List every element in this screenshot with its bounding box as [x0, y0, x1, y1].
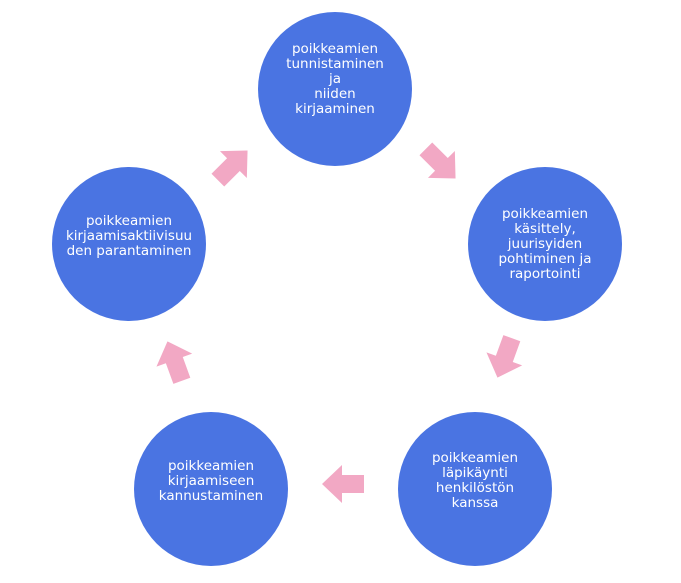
cycle-node-improve-recording-activity: poikkeamien kirjaamisaktiivisuu den para…	[52, 167, 206, 321]
cycle-arrow-2-to-3	[479, 331, 530, 385]
cycle-node-encourage-recording: poikkeamien kirjaamiseen kannustaminen	[134, 412, 288, 566]
cycle-node-label: poikkeamien kirjaamisaktiivisuu den para…	[65, 212, 193, 259]
cycle-node-identify-and-record: poikkeamien tunnistaminen ja niiden kirj…	[258, 12, 412, 166]
cycle-arrow-1-to-2	[412, 135, 469, 192]
cycle-arrow-4-to-5	[149, 334, 200, 388]
cycle-arrow-5-to-1	[204, 137, 261, 194]
cycle-arrow-3-to-4	[322, 465, 364, 503]
cycle-node-handling-and-reporting: poikkeamien käsittely, juurisyiden pohti…	[468, 167, 622, 321]
cycle-node-label: poikkeamien tunnistaminen ja niiden kirj…	[286, 40, 384, 117]
cycle-node-label: poikkeamien kirjaamiseen kannustaminen	[158, 457, 264, 504]
cycle-node-label: poikkeamien käsittely, juurisyiden pohti…	[498, 205, 592, 282]
cycle-node-review-with-staff: poikkeamien läpikäynti henkilöstön kanss…	[398, 412, 552, 566]
cycle-node-label: poikkeamien läpikäynti henkilöstön kanss…	[431, 450, 519, 511]
